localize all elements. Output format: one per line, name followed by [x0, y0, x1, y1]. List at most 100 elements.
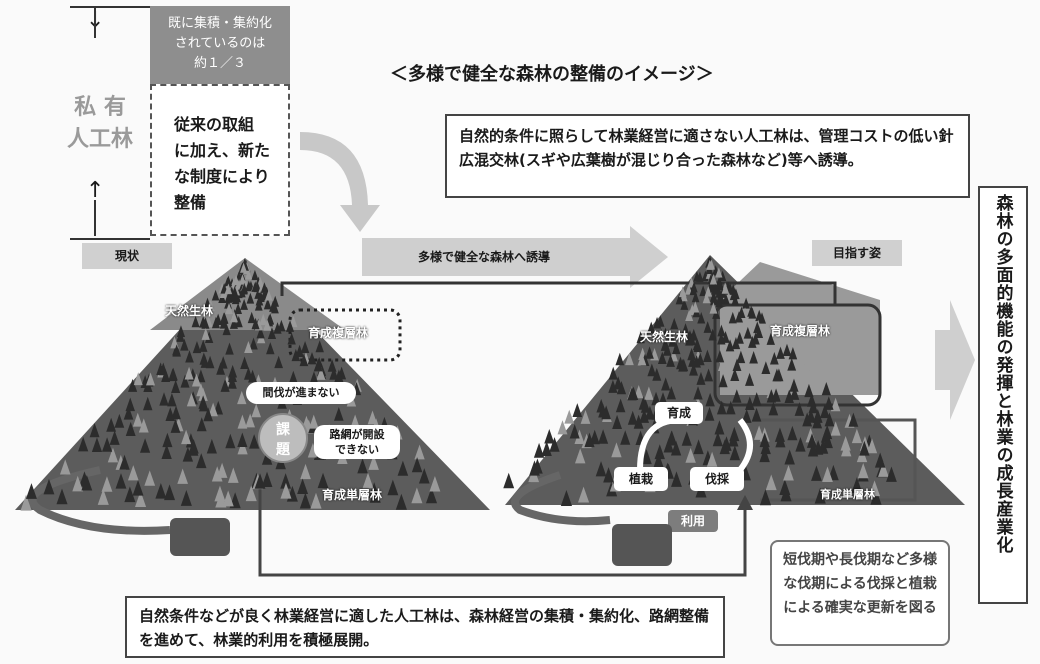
tree-mark	[145, 372, 156, 386]
tree-mark	[267, 327, 277, 340]
tree-mark	[671, 471, 682, 487]
tree-mark	[225, 342, 234, 355]
cycle-grow: 育成	[655, 402, 703, 424]
tree-mark	[418, 468, 430, 484]
tree-mark	[188, 438, 199, 454]
tree-mark	[533, 442, 545, 458]
tree-mark	[206, 438, 217, 454]
tree-mark	[716, 400, 727, 415]
tree-mark	[751, 392, 762, 406]
tree-mark	[820, 404, 830, 419]
tree-mark	[608, 379, 618, 393]
tree-mark	[165, 407, 176, 421]
tree-mark	[208, 402, 218, 417]
tree-mark	[717, 324, 726, 337]
issue-thinning: 間伐が進まない	[246, 382, 356, 404]
tree-mark	[249, 337, 258, 350]
tree-mark	[691, 301, 700, 313]
tree-mark	[613, 376, 623, 390]
tree-mark	[244, 340, 253, 354]
goal-banner-text: 森林の多面的機能の発揮と林業の成長産業化	[992, 194, 1013, 554]
tree-mark	[769, 352, 779, 365]
tree-mark	[710, 294, 718, 306]
tree-mark	[225, 433, 236, 449]
tree-mark	[811, 465, 822, 481]
tree-mark	[280, 482, 292, 499]
tree-mark	[541, 441, 552, 456]
private-plantation-label: 私 有 人工林	[66, 95, 133, 152]
tree-mark	[822, 466, 833, 482]
tree-mark	[765, 474, 777, 491]
tree-mark	[246, 292, 255, 304]
tree-mark	[254, 299, 263, 311]
tree-mark	[288, 370, 298, 384]
tree-mark	[657, 351, 667, 365]
tree-mark	[247, 311, 256, 324]
tree-mark	[168, 368, 178, 382]
tree-mark	[830, 421, 841, 436]
tree-mark	[170, 418, 181, 433]
tree-mark	[119, 454, 130, 470]
tree-mark	[182, 446, 194, 462]
tree-mark	[840, 435, 851, 451]
tree-mark	[627, 410, 638, 425]
page-title: ＜多様で健全な森林の整備のイメージ＞	[390, 64, 714, 85]
tree-mark	[754, 425, 765, 440]
tree-mark	[264, 289, 273, 301]
tree-mark	[715, 267, 723, 278]
tree-mark	[367, 410, 378, 425]
tree-mark	[751, 407, 762, 422]
tree-mark	[615, 352, 625, 366]
tree-mark	[736, 350, 746, 364]
tree-mark	[671, 341, 681, 355]
tree-mark	[654, 444, 665, 460]
cycle-plant: 植栽	[614, 467, 668, 491]
tree-mark	[666, 386, 677, 400]
tree-mark	[647, 321, 656, 334]
tree-mark	[717, 358, 727, 371]
tree-mark	[636, 331, 645, 344]
tree-mark	[730, 368, 740, 382]
tree-mark	[285, 320, 295, 332]
tree-mark	[774, 368, 784, 382]
right-singlelayer-outline	[760, 418, 917, 502]
consolidated-box: 既に集積・集約化 されているのは 約１／３	[150, 6, 290, 84]
tree-mark	[802, 412, 813, 427]
tree-mark	[125, 397, 135, 412]
tree-mark	[229, 317, 238, 329]
use-label: 利用	[668, 510, 718, 532]
tree-mark	[43, 478, 55, 495]
tree-mark	[703, 349, 712, 363]
tree-mark	[652, 367, 662, 381]
tree-mark	[297, 478, 309, 495]
tree-mark	[251, 403, 261, 418]
tree-mark	[307, 351, 317, 365]
tree-mark	[251, 269, 259, 281]
tree-mark	[219, 317, 228, 329]
tree-mark	[784, 449, 795, 465]
tree-mark	[841, 441, 852, 457]
tree-mark	[263, 319, 272, 331]
tree-mark	[712, 431, 723, 447]
tree-mark	[143, 396, 153, 411]
tree-mark	[687, 347, 696, 361]
tree-mark	[775, 432, 786, 448]
tree-mark	[668, 334, 677, 347]
tree-mark	[584, 432, 595, 448]
tree-mark	[317, 472, 329, 489]
tree-mark	[708, 328, 717, 341]
tree-mark	[768, 401, 779, 416]
issue-road: 路網が開設 できない	[314, 425, 400, 459]
tree-mark	[666, 354, 675, 367]
tree-mark	[693, 386, 703, 400]
tree-mark	[795, 437, 806, 452]
tree-mark	[874, 452, 886, 468]
tree-mark	[218, 356, 228, 369]
tree-mark	[638, 396, 649, 410]
tree-mark	[725, 400, 736, 415]
tree-mark	[139, 438, 151, 453]
tree-mark	[878, 461, 889, 477]
tree-mark	[240, 298, 248, 310]
tree-mark	[395, 493, 407, 510]
tree-mark	[702, 292, 711, 304]
